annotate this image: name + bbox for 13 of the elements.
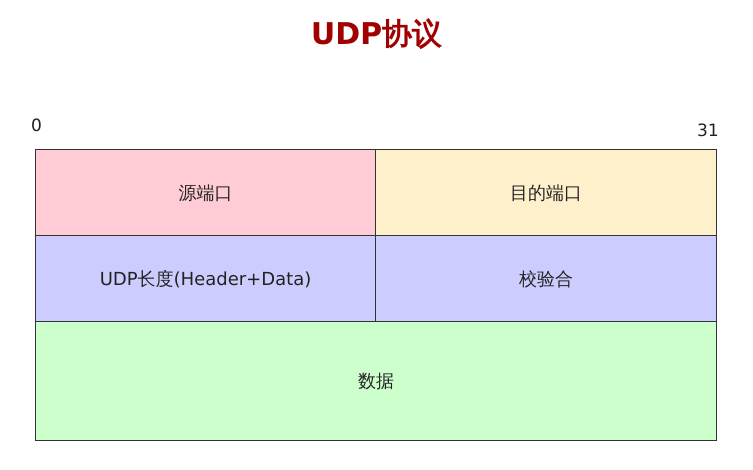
field-cell: [35, 149, 376, 236]
field-name: 数据: [358, 370, 394, 393]
bit-index: 31: [697, 121, 719, 141]
field-cell: [35, 321, 717, 441]
field-name: UDP长度(Header+Data): [100, 268, 312, 290]
field-cell: [375, 149, 717, 236]
field-name: 源端口: [178, 182, 232, 204]
field-name: 校验合: [519, 268, 573, 290]
field-name: 目的端口: [510, 182, 582, 204]
title: UDP协议: [310, 16, 444, 54]
field-cell: [35, 235, 376, 322]
field-cell: [375, 235, 717, 322]
bit-index: 0: [31, 116, 42, 136]
